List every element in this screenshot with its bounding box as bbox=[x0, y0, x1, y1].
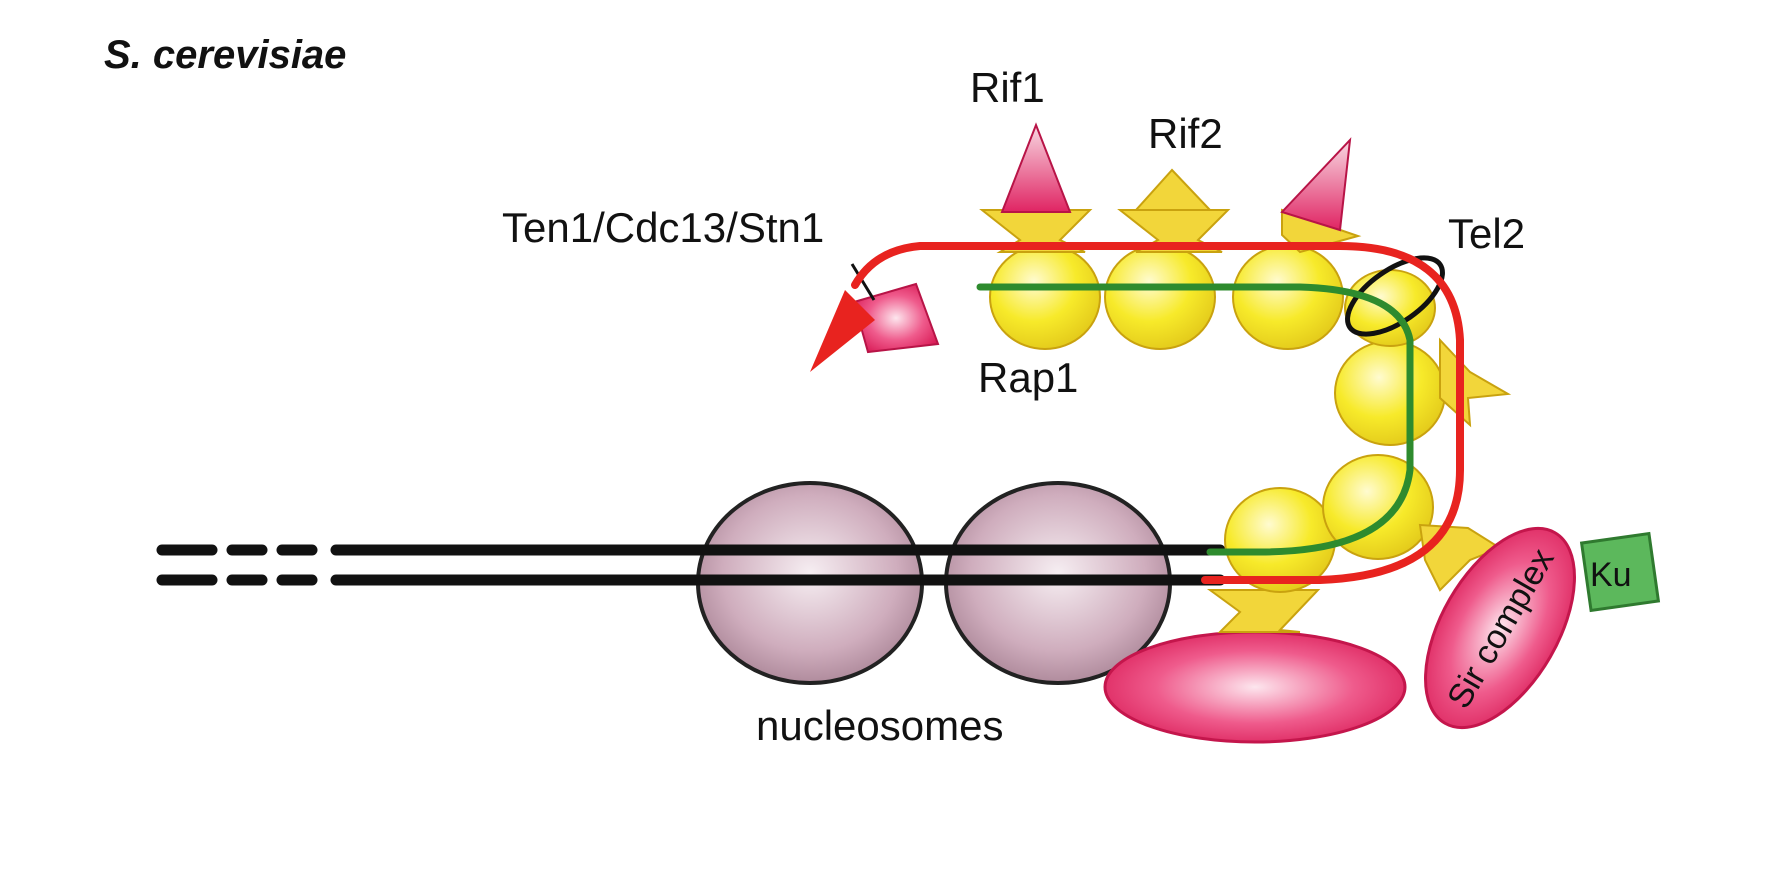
rif1-label: Rif1 bbox=[970, 64, 1045, 111]
red-strand bbox=[851, 242, 1464, 584]
rap1-protein bbox=[1232, 244, 1344, 350]
green-strand bbox=[976, 283, 1414, 556]
rif2-base bbox=[1117, 209, 1231, 253]
ku-box bbox=[1579, 531, 1661, 613]
strand-arrowhead bbox=[810, 290, 875, 372]
dna-strands bbox=[330, 544, 1226, 586]
sir-complex-partner bbox=[1103, 630, 1407, 744]
rif2-label: Rif2 bbox=[1148, 110, 1223, 157]
dna-duplex bbox=[156, 544, 318, 586]
rif-triangle bbox=[1439, 337, 1512, 428]
rif2-triangle bbox=[1133, 168, 1213, 211]
rap1-protein bbox=[989, 244, 1101, 350]
rif1-base bbox=[979, 209, 1093, 253]
cdc13-complex bbox=[852, 282, 940, 354]
tel2-ring bbox=[1345, 255, 1445, 337]
ku-label: Ku bbox=[1590, 556, 1632, 594]
rap1-label: Rap1 bbox=[978, 354, 1078, 401]
tel2-label: Tel2 bbox=[1448, 210, 1525, 257]
sir-complex bbox=[1424, 526, 1576, 730]
rif1-triangle bbox=[1280, 137, 1352, 232]
rif1-triangle bbox=[1000, 122, 1072, 213]
cdc13-pointer bbox=[850, 263, 876, 301]
rif-triangle-bottom bbox=[1206, 589, 1321, 633]
nucleosomes-label: nucleosomes bbox=[756, 702, 1003, 749]
rap1-protein bbox=[1334, 340, 1446, 446]
cdc13-label: Ten1/Cdc13/Stn1 bbox=[502, 204, 824, 251]
rap1-protein bbox=[1104, 244, 1216, 350]
species-title: S. cerevisiae bbox=[104, 33, 346, 77]
